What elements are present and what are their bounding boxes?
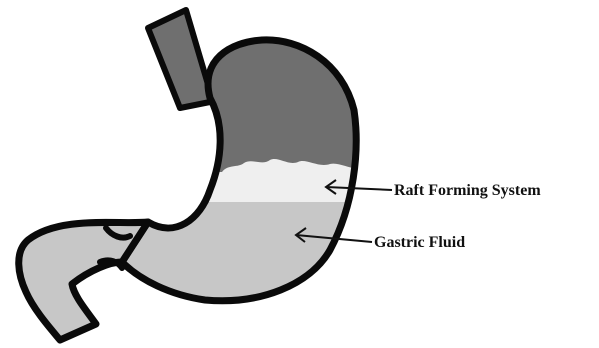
- esophagus: [148, 10, 212, 108]
- gastric-fluid-label: Gastric Fluid: [374, 234, 465, 251]
- raft-label: Raft Forming System: [394, 182, 541, 199]
- upper-stomach-region: [0, 0, 599, 180]
